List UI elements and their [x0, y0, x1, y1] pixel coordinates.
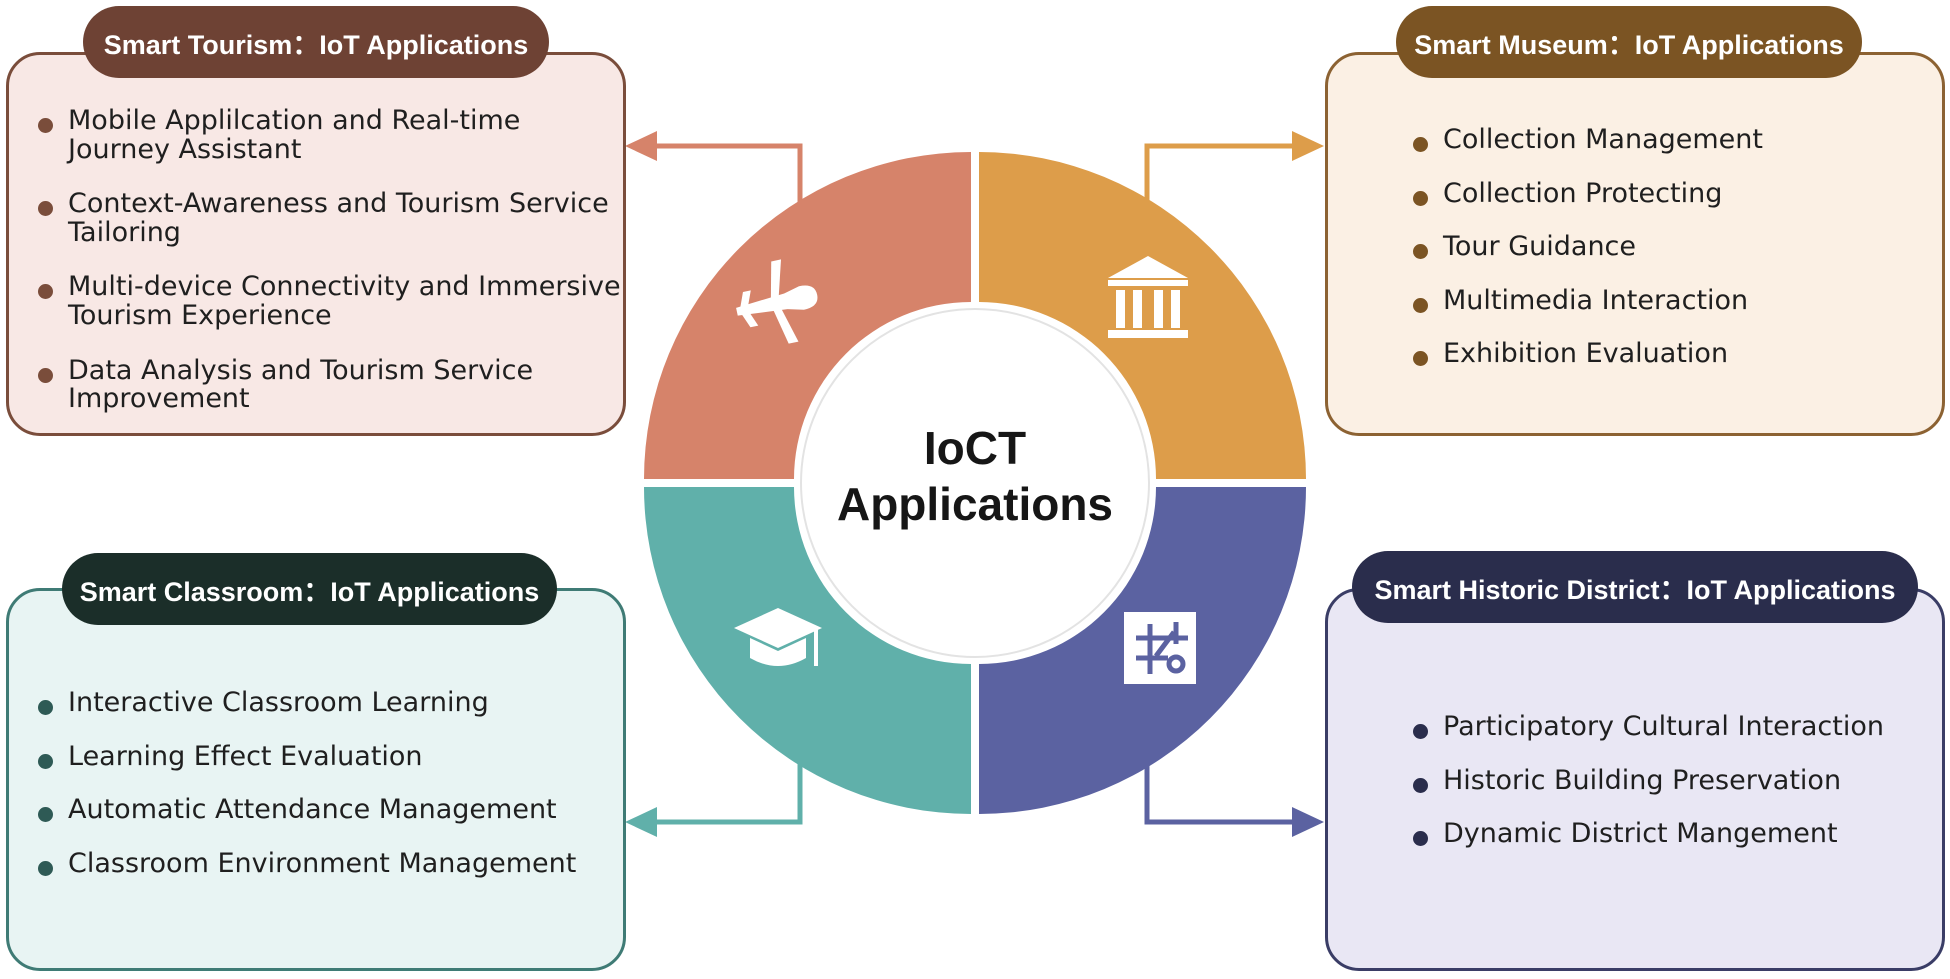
bullet-dot: [38, 753, 53, 769]
list-item: Classroom Environment Management: [38, 847, 623, 879]
center-title: IoCT Applications: [790, 420, 1160, 532]
bullet-dot: [1413, 351, 1428, 367]
bullet-dot: [38, 367, 53, 383]
museum-building-icon: [1108, 256, 1188, 338]
bullet-dot: [38, 860, 53, 876]
bullet-dot: [1413, 831, 1428, 847]
arrowhead-tourism: [625, 131, 657, 161]
list-item: Multimedia Interaction: [1413, 284, 1933, 316]
center-title-line1: IoCT: [923, 422, 1027, 474]
list-item-label: Multimedia Interaction: [1443, 284, 1749, 316]
connector-arrow-district: [1144, 760, 1295, 825]
arrowhead-classroom: [625, 807, 657, 837]
list-item-label: Learning Effect Evaluation: [68, 740, 423, 772]
bullet-dot: [38, 700, 53, 715]
list-item-label: Collection Protecting: [1443, 177, 1723, 209]
list-item-label: Context-Awareness and Tourism Service Ta…: [68, 188, 609, 248]
list-item-label: Tour Guidance: [1443, 231, 1637, 263]
bullet-dot: [38, 807, 53, 823]
list-item: Participatory Cultural Interaction: [1413, 711, 1933, 742]
bullet-dot: [38, 284, 53, 300]
list-item: Learning Effect Evaluation: [38, 740, 623, 772]
bullet-dot: [1413, 137, 1428, 152]
district-item-list: Participatory Cultural Interaction Histo…: [1413, 711, 1933, 850]
bullet-dot: [1413, 244, 1428, 260]
airplane-icon: [736, 259, 818, 344]
center-circle: [800, 308, 1150, 658]
classroom-item-list: Interactive Classroom Learning Learning …: [38, 687, 623, 879]
list-item-label: Data Analysis and Tourism Service Improv…: [68, 354, 534, 415]
connector-arrow-museum: [1144, 143, 1295, 205]
arrowhead-district: [1292, 807, 1324, 837]
list-item: Dynamic District Mangement: [1413, 818, 1933, 850]
bullet-dot: [38, 201, 53, 217]
panel-title-smart-historic-district: Smart Historic District：IoT Applications: [1352, 551, 1918, 623]
list-item: Historic Building Preservation: [1413, 764, 1933, 796]
list-item: Collection Protecting: [1413, 177, 1933, 209]
list-item: Collection Management: [1413, 124, 1933, 155]
bullet-dot: [1413, 777, 1428, 793]
bullet-dot: [1413, 724, 1428, 739]
segment-classroom: [644, 487, 971, 814]
list-item-label: Classroom Environment Management: [68, 847, 577, 879]
bullet-dot: [38, 118, 53, 133]
list-item-label: Dynamic District Mangement: [1443, 818, 1838, 850]
list-item-label: Mobile Applilcation and Real-time Journe…: [68, 105, 521, 165]
list-item-label: Multi-device Connectivity and Immersive …: [68, 271, 621, 332]
list-item: Multi-device Connectivity and Immersive …: [38, 273, 623, 330]
tourism-item-list: Mobile Applilcation and Real-time Journe…: [38, 105, 623, 415]
list-item-label: Historic Building Preservation: [1443, 764, 1842, 796]
panel-title-smart-classroom: Smart Classroom：IoT Applications: [62, 553, 557, 625]
list-item: Automatic Attendance Management: [38, 794, 623, 826]
list-item: Interactive Classroom Learning: [38, 687, 623, 718]
bullet-dot: [1413, 190, 1428, 206]
arrowhead-museum: [1292, 131, 1324, 161]
connector-arrow-tourism: [655, 143, 803, 205]
list-item-label: Participatory Cultural Interaction: [1443, 711, 1884, 742]
list-item: Mobile Applilcation and Real-time Journe…: [38, 105, 623, 165]
list-item-label: Exhibition Evaluation: [1443, 338, 1729, 370]
panel-smart-museum: [1325, 52, 1945, 436]
connector-arrow-classroom: [655, 760, 803, 825]
segment-tourism: [644, 152, 971, 479]
list-item-label: Collection Management: [1443, 124, 1763, 155]
list-item: Tour Guidance: [1413, 231, 1933, 263]
panel-smart-historic-district: [1325, 588, 1945, 971]
list-item-label: Automatic Attendance Management: [68, 794, 557, 826]
panel-title-smart-museum: Smart Museum：IoT Applications: [1396, 6, 1862, 78]
museum-item-list: Collection Management Collection Protect…: [1413, 124, 1933, 369]
list-item: Context-Awareness and Tourism Service Ta…: [38, 190, 623, 247]
graduation-cap-icon: [734, 608, 822, 666]
list-item: Exhibition Evaluation: [1413, 340, 1933, 369]
center-title-line2: Applications: [836, 478, 1114, 530]
panel-smart-classroom: [6, 588, 626, 971]
bullet-dot: [1413, 297, 1428, 313]
segment-museum: [979, 152, 1306, 479]
list-item-label: Interactive Classroom Learning: [68, 687, 489, 718]
panel-title-smart-tourism: Smart Tourism：IoT Applications: [83, 6, 549, 78]
list-item: Data Analysis and Tourism Service Improv…: [38, 354, 623, 415]
district-map-icon: [1124, 612, 1196, 684]
